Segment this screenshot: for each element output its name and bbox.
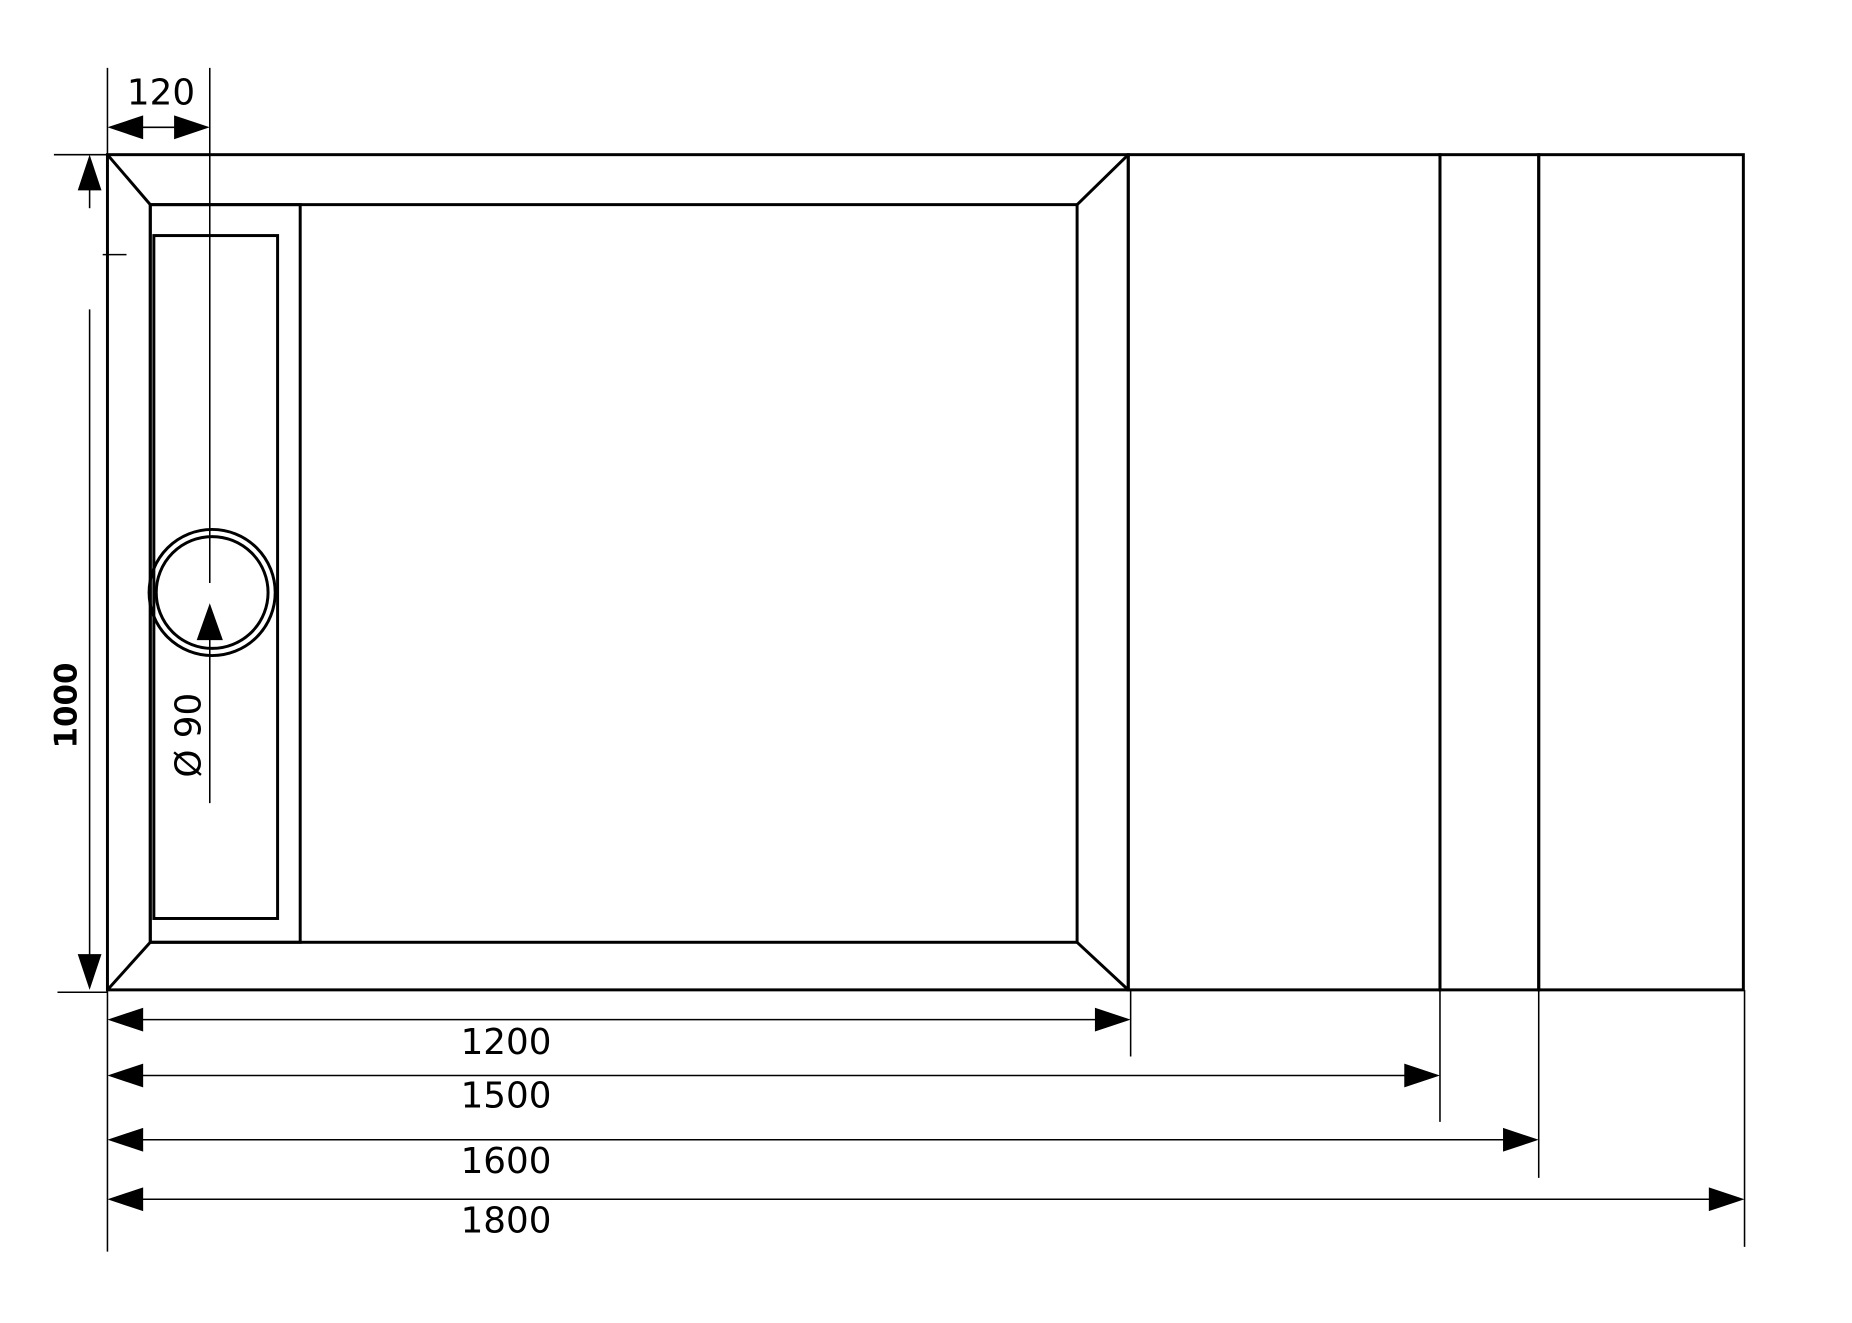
tray-1600-extension xyxy=(1438,153,1541,992)
arrowhead-left-icon xyxy=(107,1187,144,1212)
drain-channel: Ø 90 xyxy=(147,67,302,944)
drain-inner-ring xyxy=(154,535,270,650)
bevel-line xyxy=(1076,153,1130,206)
dimension-label-1000: 1000 xyxy=(49,662,85,748)
dimension-label-1200: 1200 xyxy=(461,1022,552,1063)
tray-outline xyxy=(105,153,1745,992)
dimension-120: 120 xyxy=(106,67,210,1252)
arrowhead-right-icon xyxy=(1094,1007,1131,1032)
arrowhead-left-icon xyxy=(107,1007,144,1032)
tray-inner-basin xyxy=(148,203,1079,944)
arrowhead-down-icon xyxy=(77,954,102,990)
arrowhead-up-icon xyxy=(77,154,102,191)
dimension-1000: 1000 xyxy=(49,153,127,994)
dimension-label-1500: 1500 xyxy=(461,1076,552,1117)
dimension-1200: 1200 xyxy=(107,989,1132,1063)
tray-1800-extension xyxy=(1537,153,1745,992)
dimension-label-120: 120 xyxy=(127,73,195,114)
drain-channel-inner xyxy=(152,234,280,920)
dimension-label-1600: 1600 xyxy=(461,1141,552,1182)
arrowhead-left-icon xyxy=(107,1063,144,1088)
bevel-line xyxy=(1076,941,1130,991)
drain-channel-outer xyxy=(148,203,302,944)
arrowhead-left-icon xyxy=(107,1127,144,1152)
dimension-1800: 1800 xyxy=(107,989,1746,1247)
arrowhead-left-icon xyxy=(107,115,144,140)
arrowhead-right-icon xyxy=(1503,1127,1539,1152)
tray-1500-extension xyxy=(1126,153,1442,992)
drain-outer-ring xyxy=(147,527,277,658)
dimension-1500: 1500 xyxy=(107,989,1441,1122)
dimension-1600: 1600 xyxy=(107,989,1540,1182)
arrowhead-right-icon xyxy=(1708,1187,1745,1212)
arrowhead-right-icon xyxy=(174,115,210,140)
arrowhead-up-icon xyxy=(196,603,223,641)
bevel-line xyxy=(106,941,152,991)
bevel-line xyxy=(106,153,152,206)
drain-diameter-label: Ø 90 xyxy=(168,693,209,778)
dimension-label-1800: 1800 xyxy=(461,1201,552,1242)
arrowhead-right-icon xyxy=(1404,1063,1440,1088)
